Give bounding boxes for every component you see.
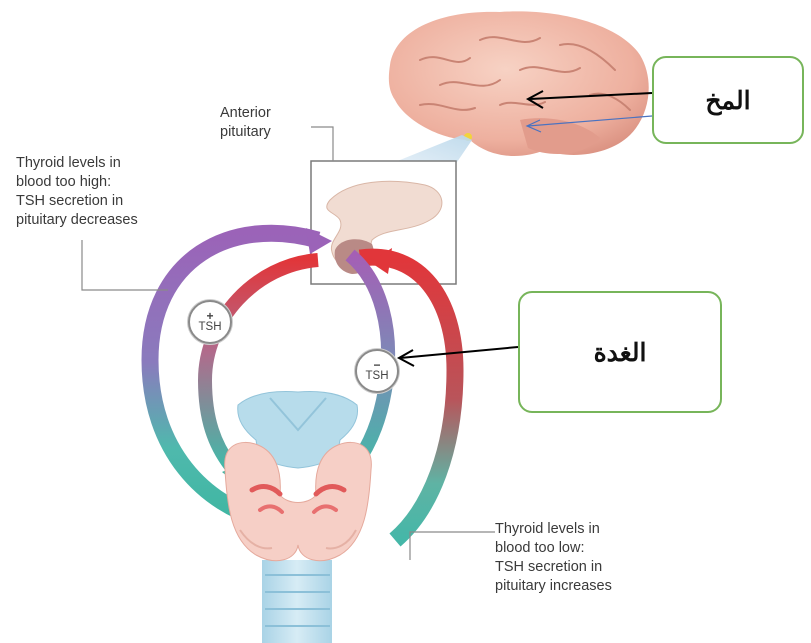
thyroid-levels-high-label: Thyroid levels in blood too high: TSH se… bbox=[16, 154, 138, 230]
thyroid-levels-low-label: Thyroid levels in blood too low: TSH sec… bbox=[495, 520, 612, 596]
anterior-pituitary-label: Anterior pituitary bbox=[220, 104, 271, 142]
tsh-inhibit-badge: − TSH bbox=[355, 349, 399, 393]
brain-callout: المخ bbox=[652, 56, 804, 144]
feedback-loops bbox=[150, 228, 455, 540]
brain-callout-text: المخ bbox=[705, 86, 750, 115]
low-levels-leader-line bbox=[410, 532, 495, 560]
gland-callout-text: الغدة bbox=[594, 338, 647, 367]
thyroid-gland-illustration bbox=[225, 392, 372, 643]
tsh-label: TSH bbox=[199, 322, 222, 333]
gland-callout: الغدة bbox=[518, 291, 722, 413]
high-levels-leader-line bbox=[82, 240, 168, 290]
tsh-label: TSH bbox=[366, 371, 389, 382]
brain-illustration bbox=[389, 11, 649, 156]
tsh-stimulate-badge: + TSH bbox=[188, 300, 232, 344]
pituitary-leader-line bbox=[311, 127, 333, 161]
